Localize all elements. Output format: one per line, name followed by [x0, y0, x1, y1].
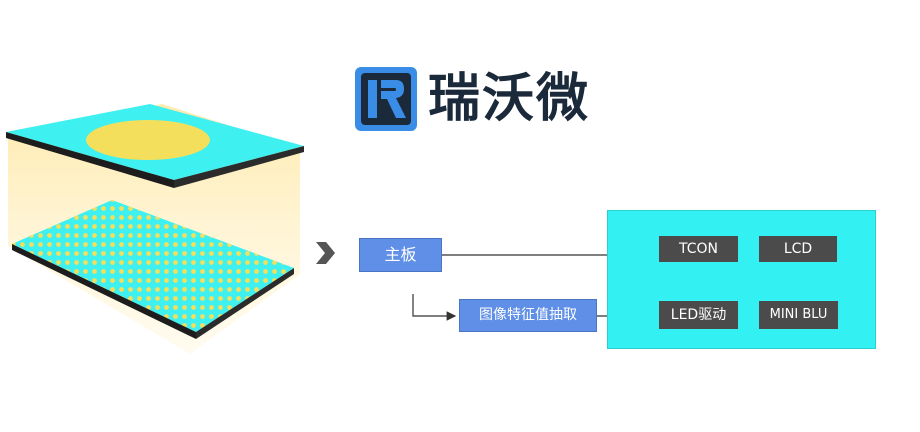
lcd-box: LCD [759, 236, 837, 262]
led-driver-box: LED驱动 [659, 301, 738, 329]
tcon-box: TCON [659, 236, 738, 262]
logo-mark-icon [355, 67, 417, 131]
mini-blu-box: MINI BLU [759, 301, 838, 329]
arrow-mainboard-to-extract [412, 294, 457, 321]
bottom-plate [12, 200, 294, 339]
brand-name: 瑞沃微 [428, 69, 591, 129]
mainboard-box: 主板 [359, 238, 442, 272]
backlight-layers-illustration [6, 104, 304, 354]
brand-logo: 瑞沃微 [354, 66, 624, 132]
chevron-right-icon [316, 242, 335, 264]
top-plate [6, 104, 304, 188]
glow-circle [86, 120, 210, 160]
feature-extraction-box: 图像特征值抽取 [459, 299, 597, 332]
